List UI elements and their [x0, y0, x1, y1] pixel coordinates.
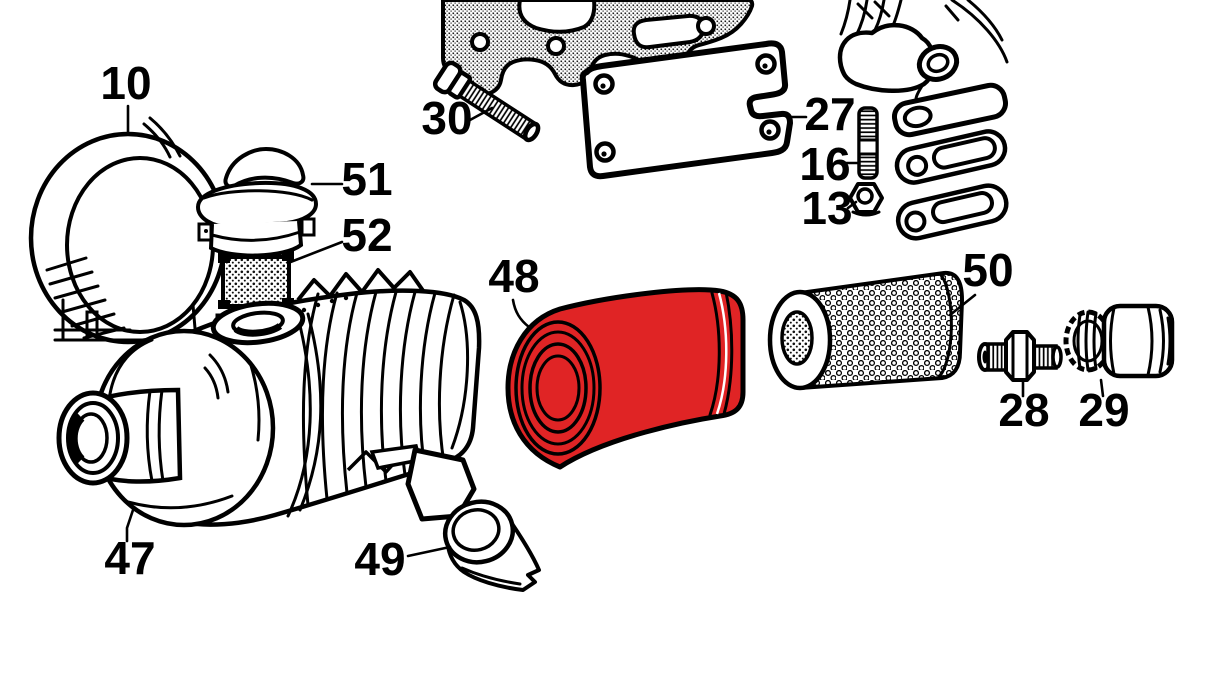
intake-manifold	[837, 0, 1009, 138]
manifold-gasket-lower	[895, 183, 1009, 241]
leader-lines	[125, 104, 1105, 558]
union-fitting-28	[977, 330, 1063, 382]
air-cleaner-housing-47	[56, 268, 482, 528]
service-valve-29	[1063, 303, 1175, 379]
part-label-48-highlighted: 48	[488, 250, 539, 302]
part-label-47: 47	[104, 532, 155, 584]
air-filter-element-48	[505, 287, 746, 470]
dust-ejector-49	[442, 499, 541, 592]
part-label-29: 29	[1078, 384, 1129, 436]
cover-plate-27	[579, 40, 793, 180]
hex-nut-13	[848, 182, 884, 217]
pre-cleaner-cap-51	[195, 146, 319, 258]
part-label-16: 16	[799, 138, 850, 190]
part-label-13: 13	[801, 182, 852, 234]
threaded-stud-16	[857, 106, 879, 180]
strainer-element-50	[767, 270, 964, 391]
part-label-27: 27	[804, 88, 855, 140]
part-label-28: 28	[998, 384, 1049, 436]
hex-bolt-30	[432, 60, 541, 143]
part-label-49: 49	[354, 533, 405, 585]
part-label-10: 10	[100, 57, 151, 109]
manifold-gasket-upper	[894, 129, 1008, 185]
part-label-51: 51	[341, 153, 392, 205]
part-label-52: 52	[341, 209, 392, 261]
part-labels: 10 30 51 52 27 16 13 48 50 28 29 47 49	[100, 57, 1129, 585]
part-label-50: 50	[962, 244, 1013, 296]
part-label-30: 30	[421, 92, 472, 144]
mesh-element-52	[218, 251, 294, 309]
